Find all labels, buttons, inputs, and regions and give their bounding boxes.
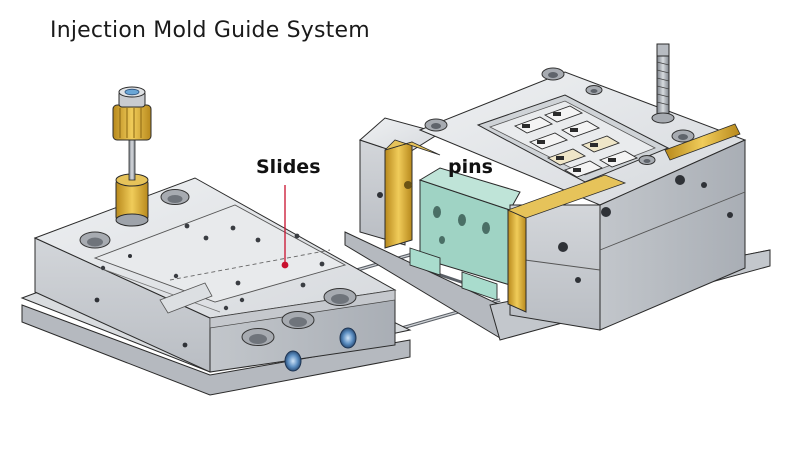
cylinder-fitting: [112, 86, 152, 227]
threaded-pin: [651, 43, 675, 124]
left-mold-half: [20, 86, 412, 396]
label-slides: Slides: [256, 156, 321, 178]
label-pins: pins: [448, 156, 493, 178]
slides-pointer: [281, 185, 289, 269]
diagram-title: Injection Mold Guide System: [50, 18, 370, 43]
right-mold-half: [344, 43, 771, 341]
